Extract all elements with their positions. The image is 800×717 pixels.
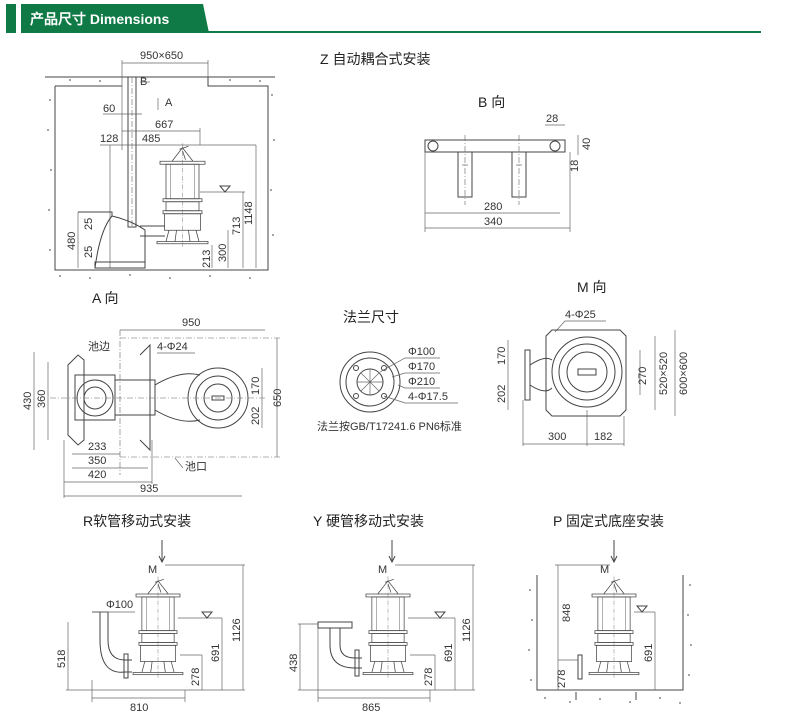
dim-935: 935	[140, 483, 158, 495]
r-dim-1126: 1126	[231, 618, 243, 642]
header-accent-bar	[6, 4, 16, 33]
m-view: M 向 4-Φ25 170 202 270 520×520 600×600 30…	[496, 279, 690, 446]
y-m-label: M	[378, 564, 387, 576]
b-view: B 向 28 40 18 280 340	[424, 94, 593, 232]
y-dim-278: 278	[423, 668, 435, 686]
p-dim-848: 848	[561, 604, 573, 622]
p-dim-691: 691	[643, 644, 655, 662]
dim-40: 40	[581, 138, 593, 150]
y-dim-1126: 1126	[461, 618, 473, 642]
arrow-a-label: A	[165, 97, 173, 109]
flange-d100: Φ100	[408, 346, 435, 358]
dim-18: 18	[569, 160, 581, 172]
m-dim-182: 182	[594, 431, 612, 443]
flange-standard-note: 法兰按GB/T17241.6 PN6标准	[317, 419, 462, 433]
p-m-label: M	[600, 564, 609, 576]
a-view-title: A 向	[92, 290, 118, 306]
dim-667: 667	[155, 119, 173, 131]
z-install-view: Z 自动耦合式安装 950×650 B 60 A 667 128 485	[45, 50, 430, 279]
r-dim-810: 810	[130, 702, 148, 714]
y-dim-865: 865	[362, 702, 380, 714]
dim-950: 950	[182, 317, 200, 329]
pool-edge-label: 池边	[88, 340, 110, 353]
dim-170: 170	[250, 377, 262, 395]
r-install-view: R软管移动式安装 M Φ100 518 1126 691 278 810	[56, 513, 245, 714]
dim-1148: 1148	[243, 201, 255, 225]
holes-4-24: 4-Φ24	[157, 341, 188, 353]
m-dim-600x600: 600×600	[678, 352, 690, 395]
pump-y	[362, 575, 414, 679]
r-view-title: R软管移动式安装	[83, 513, 191, 529]
dim-213: 213	[201, 250, 213, 268]
dim-340: 340	[484, 216, 502, 228]
p-install-view: P 固定式底座安装 M 848 691 278	[528, 513, 692, 704]
dim-28: 28	[546, 113, 558, 125]
r-dim-278: 278	[190, 668, 202, 686]
flange-d170: Φ170	[408, 361, 435, 373]
y-install-view: Y 硬管移动式安装 M 438 1126 691 278 865	[288, 513, 475, 714]
p-view-title: P 固定式底座安装	[553, 513, 664, 529]
dim-25-lower: 25	[83, 246, 95, 258]
dim-713: 713	[231, 217, 243, 235]
flange-holes: 4-Φ17.5	[408, 391, 448, 403]
dim-25-upper: 25	[83, 218, 95, 230]
header-underline	[21, 31, 761, 33]
y-view-title: Y 硬管移动式安装	[313, 513, 424, 529]
dim-480: 480	[66, 232, 78, 250]
m-view-title: M 向	[577, 279, 607, 295]
header-tab	[21, 4, 209, 33]
dim-300: 300	[217, 244, 229, 262]
pump-z	[156, 142, 209, 248]
dim-360: 360	[36, 390, 48, 408]
r-dim-518: 518	[56, 650, 68, 668]
z-view-title: Z 自动耦合式安装	[320, 51, 430, 67]
pump-r	[132, 575, 184, 679]
a-view: A 向 950 池边 4-Φ24 430 360 170 650 202 233…	[22, 290, 284, 498]
y-dim-691: 691	[443, 644, 455, 662]
dim-60: 60	[103, 103, 115, 115]
flange-d210: Φ210	[408, 376, 435, 388]
y-dim-438: 438	[288, 654, 300, 672]
m-holes: 4-Φ25	[565, 309, 596, 321]
section-title: 产品尺寸 Dimensions	[30, 11, 170, 27]
dim-650: 650	[272, 389, 284, 407]
flange-title: 法兰尺寸	[343, 309, 399, 325]
m-dim-170: 170	[496, 347, 508, 365]
pump-p	[588, 575, 640, 679]
flange-view: 法兰尺寸 Φ100 Φ170 Φ210 4-Φ17.5 法兰按GB/T17241…	[317, 309, 462, 433]
m-dim-520x520: 520×520	[658, 352, 670, 395]
b-view-title: B 向	[478, 94, 505, 110]
r-dim-d100: Φ100	[106, 599, 133, 611]
dim-233: 233	[88, 441, 106, 453]
m-dim-300: 300	[548, 431, 566, 443]
r-dim-691: 691	[210, 644, 222, 662]
m-dim-270: 270	[637, 367, 649, 385]
dim-420: 420	[88, 469, 106, 481]
p-dim-278: 278	[556, 670, 568, 688]
section-header: 产品尺寸 Dimensions	[0, 0, 800, 36]
dim-202: 202	[250, 407, 262, 425]
dim-950x650: 950×650	[140, 50, 183, 62]
dim-485: 485	[142, 133, 160, 145]
pool-mouth-label: 池口	[185, 460, 207, 473]
m-dim-202: 202	[496, 385, 508, 403]
r-m-label: M	[148, 564, 157, 576]
dim-350: 350	[88, 455, 106, 467]
dim-280: 280	[484, 201, 502, 213]
dim-430: 430	[22, 392, 34, 410]
dim-128: 128	[100, 133, 118, 145]
